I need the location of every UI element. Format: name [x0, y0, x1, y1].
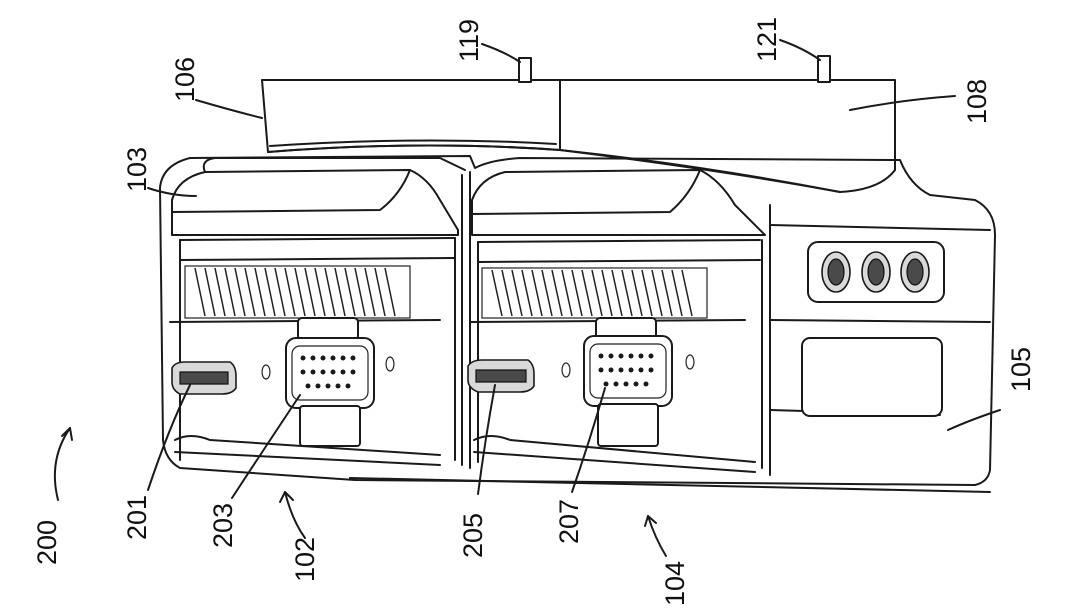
label-205: 205	[458, 513, 488, 558]
label-207: 207	[554, 499, 584, 544]
connector-203	[285, 317, 375, 447]
jack-1	[821, 251, 851, 293]
label-119: 119	[454, 19, 484, 62]
bay-104	[467, 169, 766, 473]
pin-121	[817, 55, 831, 83]
label-203: 203	[208, 503, 238, 548]
jack-3	[900, 251, 930, 293]
connector-207-pins	[598, 353, 654, 387]
arrow-102	[279, 491, 306, 539]
label-201: 201	[122, 495, 152, 540]
vent-hatching-102	[194, 267, 396, 317]
label-104: 104	[660, 561, 690, 606]
connector-203-pins	[300, 355, 356, 389]
arrow-104	[644, 515, 667, 557]
vent-hatching-104	[491, 269, 693, 317]
label-108: 108	[962, 79, 992, 124]
port-201	[171, 361, 237, 395]
connector-207	[583, 317, 673, 447]
label-200: 200	[32, 520, 62, 565]
arrow-200	[53, 427, 73, 501]
cover-106	[261, 79, 561, 153]
label-102: 102	[290, 537, 320, 582]
leader-lines	[147, 39, 1001, 499]
jack-2	[861, 251, 891, 293]
port-205	[467, 359, 535, 393]
panel-105	[801, 241, 945, 417]
label-105: 105	[1006, 347, 1036, 392]
housing	[159, 155, 996, 493]
label-103: 103	[122, 147, 152, 192]
bay-102	[169, 157, 466, 466]
label-106: 106	[170, 57, 200, 102]
pin-119	[518, 57, 532, 83]
label-121: 121	[752, 17, 782, 62]
